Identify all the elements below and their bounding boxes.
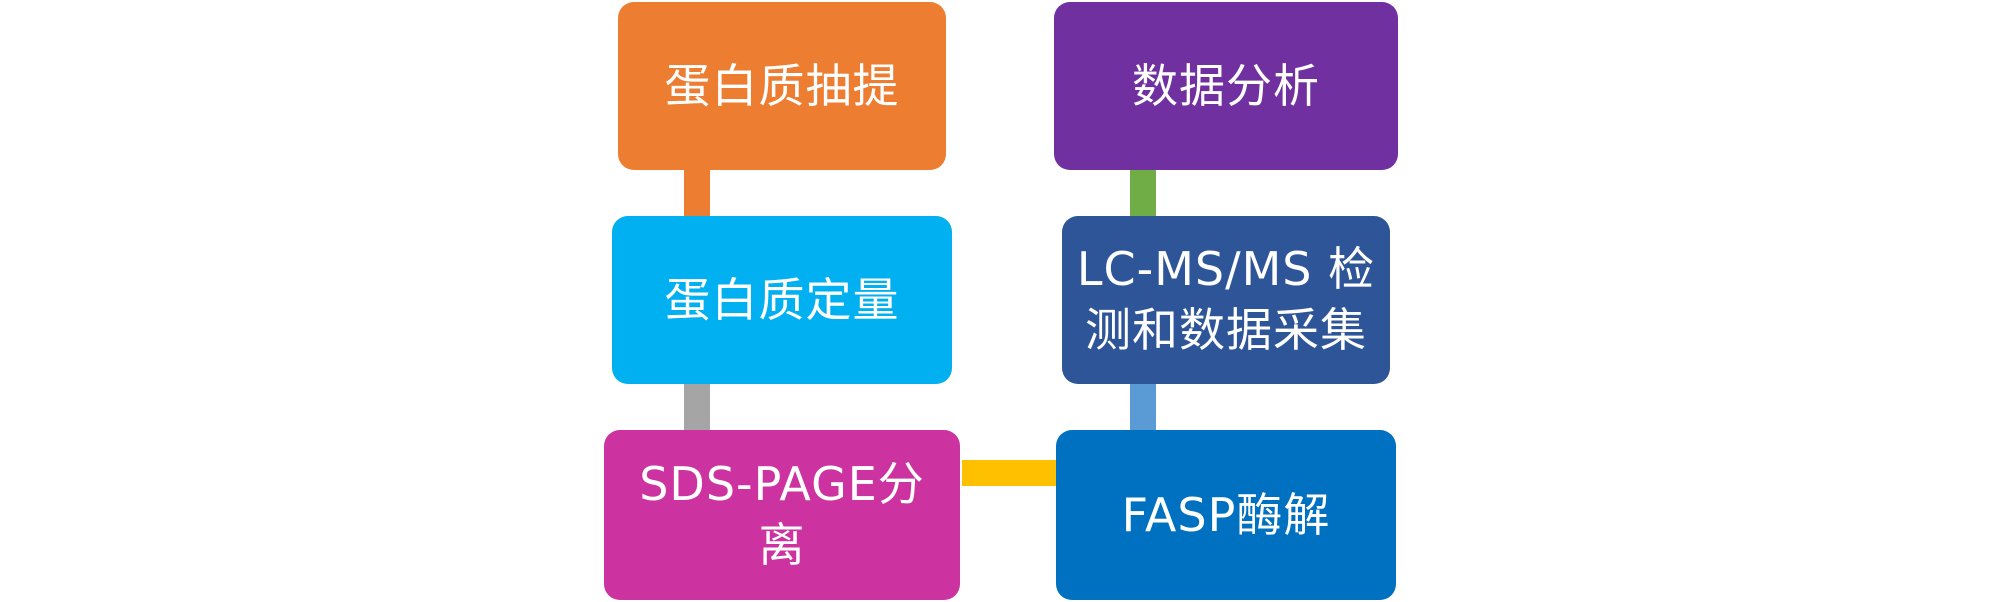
connector-extraction-quantification — [684, 170, 710, 216]
step-lcms-detection: LC-MS/MS 检 测和数据采集 — [1062, 216, 1390, 384]
connector-sdspage-fasp — [962, 460, 1056, 486]
step-protein-extraction: 蛋白质抽提 — [618, 2, 946, 170]
connector-lcms-analysis — [1130, 170, 1156, 216]
step-data-analysis: 数据分析 — [1054, 2, 1398, 170]
step-fasp-digestion: FASP酶解 — [1056, 430, 1396, 600]
step-protein-quantification: 蛋白质定量 — [612, 216, 952, 384]
connector-fasp-lcms — [1130, 384, 1156, 430]
step-sds-page-separation: SDS-PAGE分离 — [604, 430, 960, 600]
connector-quantification-sdspage — [684, 384, 710, 430]
